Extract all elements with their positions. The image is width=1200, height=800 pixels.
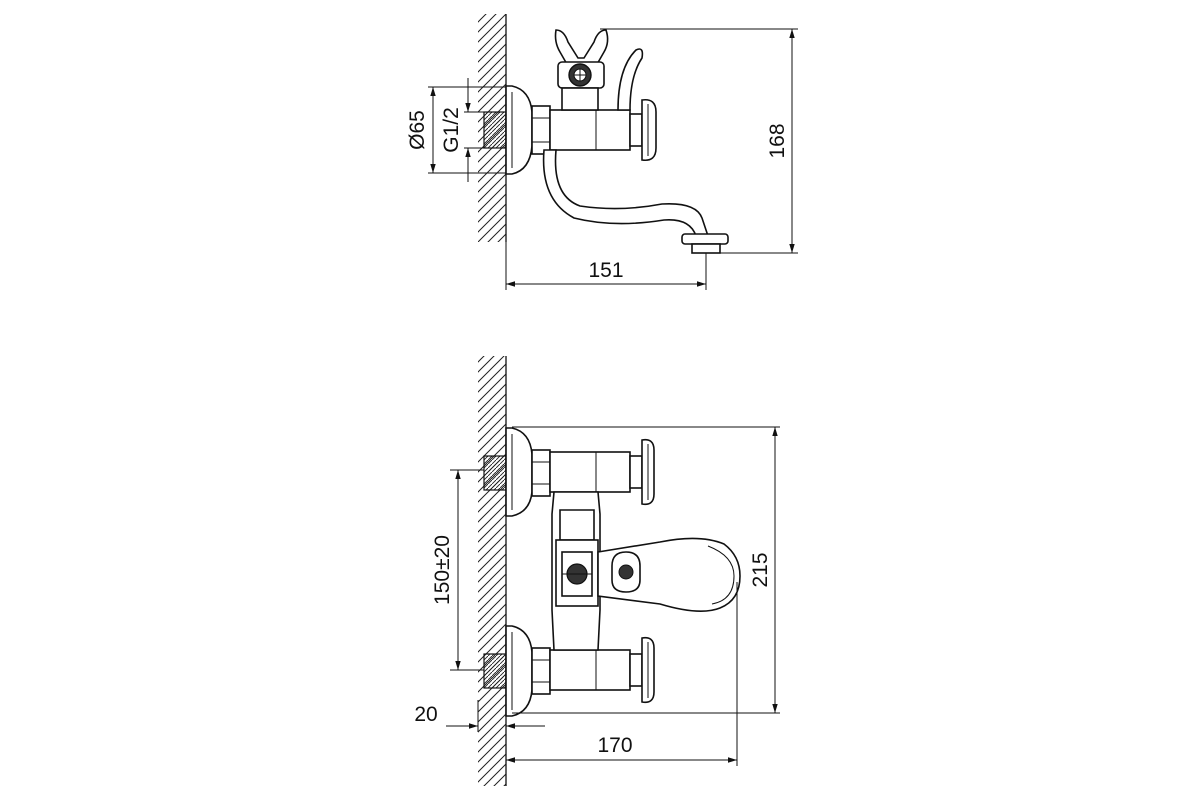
wall-top: [478, 356, 507, 786]
wall-offset-dimension-label: 20: [414, 703, 437, 726]
wall-flange-lower: [505, 625, 533, 717]
top-view: 150±20 215 20 170: [414, 356, 780, 786]
diameter-dimension-label: Ø65: [406, 110, 429, 150]
thread-pipe-side: [483, 111, 507, 149]
spout-outlet-side: [681, 233, 729, 254]
connection-nut-lower: [531, 647, 551, 695]
thread-pipe-upper: [483, 455, 507, 491]
lever-side: [617, 48, 644, 111]
top-depth-dimension-label: 170: [597, 734, 632, 757]
wall-flange-side: [505, 85, 533, 175]
diverter-top: [555, 539, 599, 607]
top-height-dimension-label: 215: [749, 552, 772, 587]
wall-flange-upper: [505, 427, 533, 517]
handle-side: [641, 98, 657, 162]
side-view: Ø65 G1/2 168 151: [406, 14, 798, 290]
thread-dimension-label: G1/2: [440, 107, 463, 153]
connection-nut-upper: [531, 449, 551, 497]
thread-pipe-lower: [483, 653, 507, 689]
side-height-dimension-label: 168: [766, 123, 789, 158]
valve-body-upper: [549, 451, 631, 493]
side-depth-dimension-label: 151: [588, 259, 623, 282]
connection-nut-side: [531, 105, 551, 155]
inlet-spacing-dimension-label: 150±20: [431, 535, 454, 605]
shower-holder-side: [554, 29, 609, 111]
spout-side: [542, 149, 710, 237]
valve-body-lower: [549, 649, 631, 691]
mixer-body-side: [549, 109, 631, 151]
